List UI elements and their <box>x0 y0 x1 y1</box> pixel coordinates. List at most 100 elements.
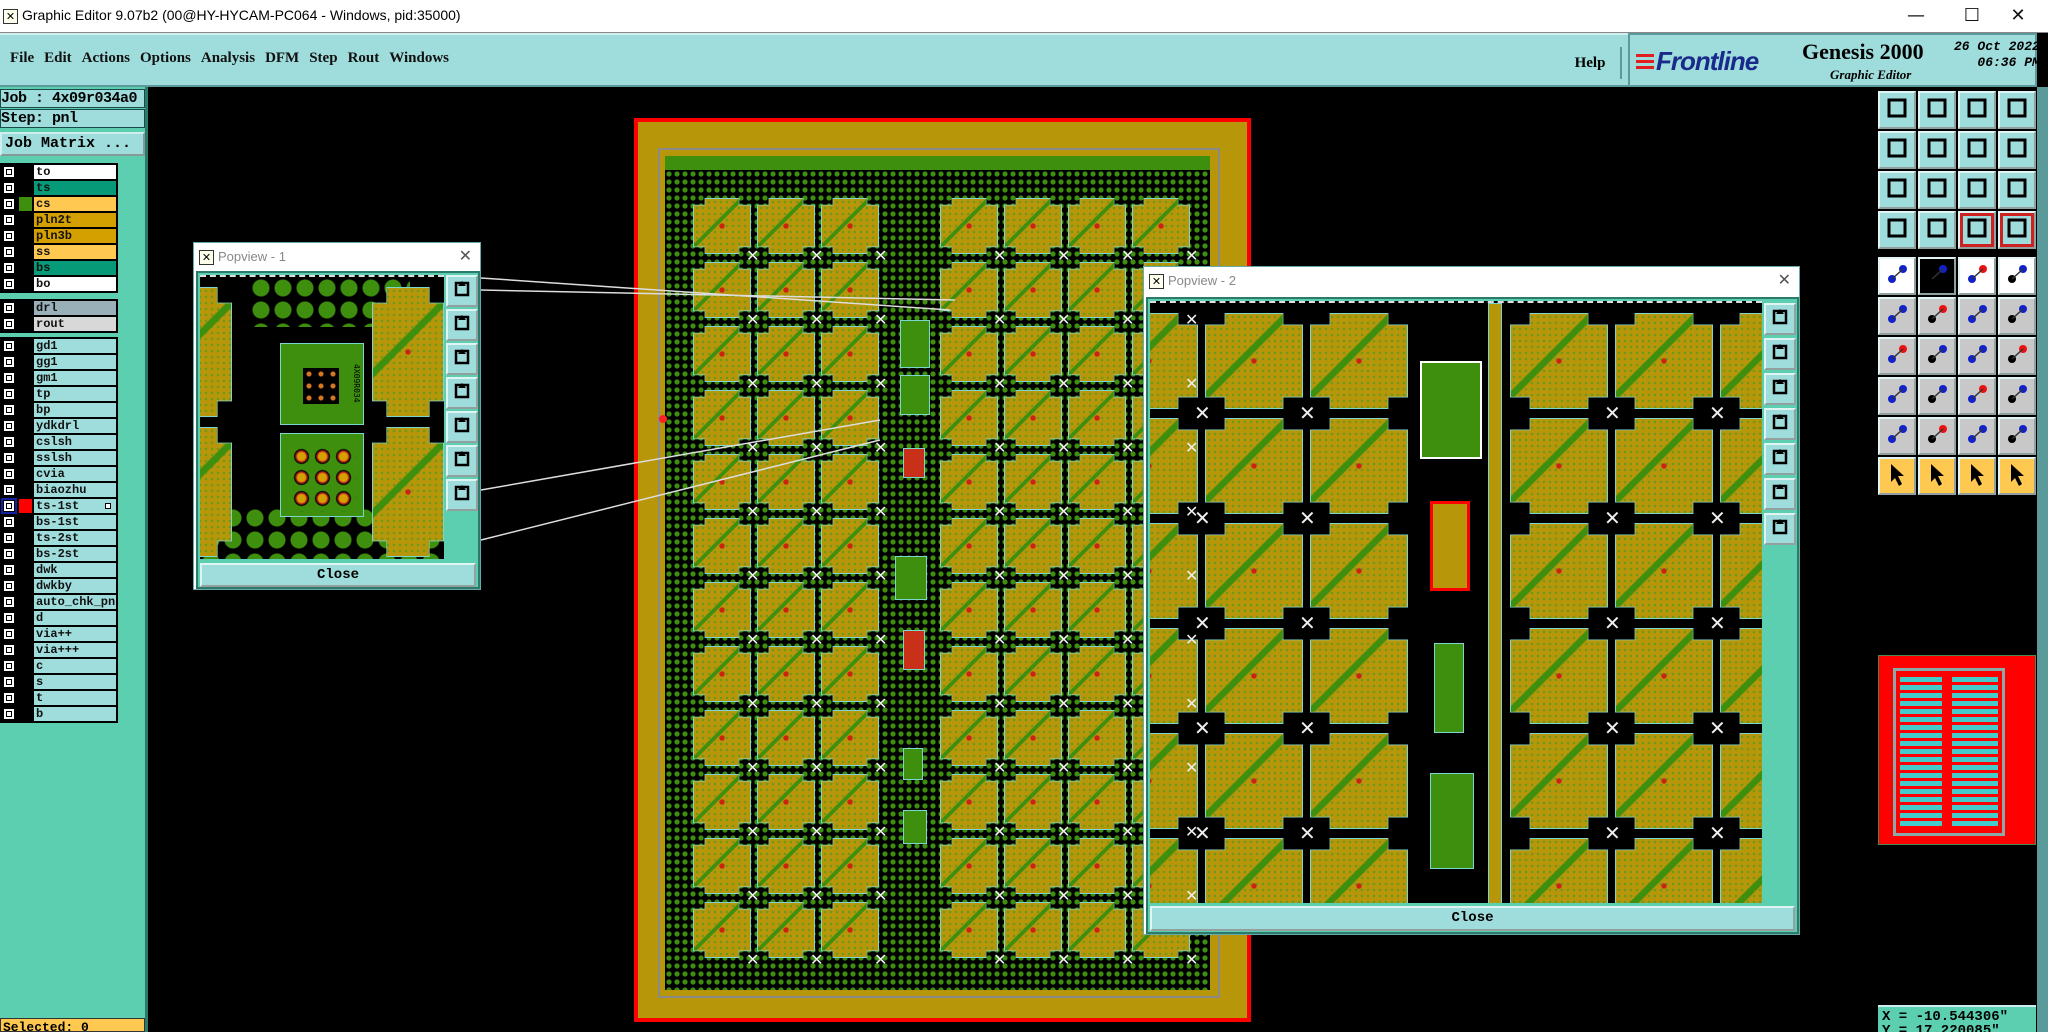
delete-node-button[interactable] <box>1918 297 1956 335</box>
job-matrix-button[interactable]: Job Matrix ... <box>0 132 145 156</box>
layer-row[interactable]: ts <box>1 180 117 196</box>
layer-checkbox[interactable] <box>3 214 15 226</box>
popview-2-close-button[interactable]: Close <box>1150 906 1795 931</box>
layer-row[interactable]: biaozhu <box>1 482 117 498</box>
layer-name[interactable]: b <box>34 707 116 721</box>
layer-row[interactable]: tp <box>1 386 117 402</box>
layer-checkbox[interactable] <box>3 548 15 560</box>
select-feature-button[interactable] <box>1878 257 1916 295</box>
layer-checkbox[interactable] <box>3 182 15 194</box>
layer-name[interactable]: cslsh <box>34 435 116 449</box>
layer-checkbox[interactable] <box>3 420 15 432</box>
layer-checkbox[interactable] <box>3 484 15 496</box>
zoom-down-button[interactable] <box>1918 91 1956 129</box>
layer-name[interactable]: bs <box>34 261 116 275</box>
move-pad-button[interactable] <box>1998 297 2036 335</box>
layer-name[interactable]: dwk <box>34 563 116 577</box>
zoom-out-button[interactable] <box>1764 373 1796 405</box>
zoom-home-button[interactable] <box>446 275 478 307</box>
layer-name[interactable]: cs <box>34 197 116 211</box>
layer-name[interactable]: ss <box>34 245 116 259</box>
layer-name[interactable]: sslsh <box>34 451 116 465</box>
pan-right-button[interactable] <box>446 411 478 443</box>
pointer-box-button[interactable] <box>1918 457 1956 495</box>
scale-1-2-button[interactable] <box>1958 171 1996 209</box>
measure-area-button[interactable] <box>1918 257 1956 295</box>
menu-windows[interactable]: Windows <box>389 50 449 66</box>
zoom-home-up-button[interactable] <box>1878 91 1916 129</box>
layer-checkbox[interactable] <box>3 564 15 576</box>
menu-options[interactable]: Options <box>140 50 191 66</box>
close-window-button[interactable]: ✕ <box>2010 5 2026 26</box>
layer-name[interactable]: pln2t <box>34 213 116 227</box>
layer-name[interactable]: auto_chk_pnl <box>34 595 116 609</box>
layer-row[interactable]: dwk <box>1 562 117 578</box>
layer-row[interactable]: rout <box>1 316 117 332</box>
layer-name[interactable]: bs-1st <box>34 515 116 529</box>
undo-view-button[interactable] <box>1958 131 1996 169</box>
menu-analysis[interactable]: Analysis <box>200 50 256 66</box>
layer-row[interactable]: pln3b <box>1 228 117 244</box>
layer-row[interactable]: t <box>1 690 117 706</box>
layer-checkbox[interactable] <box>3 166 15 178</box>
arc-cross-button[interactable] <box>1998 417 2036 455</box>
popview-1-canvas[interactable]: 4X09R034 <box>200 275 444 559</box>
zoom-center-button[interactable] <box>1918 171 1956 209</box>
menu-actions[interactable]: Actions <box>81 50 131 66</box>
home-button[interactable] <box>1958 91 1996 129</box>
layer-checkbox[interactable] <box>3 318 15 330</box>
pan-left-button[interactable] <box>1878 131 1916 169</box>
move-pad-outline-button[interactable] <box>1958 297 1996 335</box>
pointer-button[interactable] <box>1878 457 1916 495</box>
layer-row[interactable]: b <box>1 706 117 722</box>
layer-row[interactable]: pln2t <box>1 212 117 228</box>
pad-button[interactable] <box>1998 257 2036 295</box>
layer-checkbox[interactable] <box>3 468 15 480</box>
menu-file[interactable]: File <box>10 50 35 66</box>
layer-name[interactable]: dwkby <box>34 579 116 593</box>
netlist-bottom-button[interactable] <box>1998 211 2036 249</box>
layer-checkbox[interactable] <box>3 580 15 592</box>
layer-name[interactable]: tp <box>34 387 116 401</box>
layer-name[interactable]: via++ <box>34 627 116 641</box>
popview-2-canvas[interactable]: ✕✕✕✕✕✕✕✕✕✕✕✕✕✕✕✕✕✕✕✕ <box>1150 301 1762 903</box>
layer-name[interactable]: bs-2st <box>34 547 116 561</box>
layer-row[interactable]: d <box>1 610 117 626</box>
layer-name[interactable]: via+++ <box>34 643 116 657</box>
zoom-out-button[interactable] <box>446 343 478 375</box>
menu-edit[interactable]: Edit <box>44 50 72 66</box>
layer-checkbox[interactable] <box>3 628 15 640</box>
layer-row[interactable]: auto_chk_pnl <box>1 594 117 610</box>
layer-row[interactable]: cvia <box>1 466 117 482</box>
layer-name[interactable]: pln3b <box>34 229 116 243</box>
menu-dfm[interactable]: DFM <box>265 50 300 66</box>
layer-name[interactable]: ts <box>34 181 116 195</box>
layer-row[interactable]: gg1 <box>1 354 117 370</box>
zoom-fit-button[interactable] <box>1878 171 1916 209</box>
connect-nodes-button[interactable] <box>1878 297 1916 335</box>
layer-name[interactable]: ts-2st <box>34 531 116 545</box>
layer-row[interactable]: sslsh <box>1 450 117 466</box>
layer-row[interactable]: to <box>1 164 117 180</box>
layer-row[interactable]: bp <box>1 402 117 418</box>
layer-checkbox[interactable] <box>3 404 15 416</box>
layer-checkbox[interactable] <box>3 676 15 688</box>
layer-name[interactable]: ts-1st <box>34 499 116 513</box>
layer-row[interactable]: bs <box>1 260 117 276</box>
zoom-fit-button[interactable] <box>1764 478 1796 510</box>
layer-checkbox[interactable] <box>3 230 15 242</box>
popview-2-close-icon[interactable]: ✕ <box>1777 270 1791 289</box>
layer-checkbox[interactable] <box>3 452 15 464</box>
layer-row[interactable]: ts-1st <box>1 498 117 514</box>
zoom-center-button[interactable] <box>446 479 478 511</box>
zoom-in-button[interactable] <box>446 309 478 341</box>
help-query-button[interactable] <box>1998 171 2036 209</box>
layer-checkbox[interactable] <box>3 532 15 544</box>
layer-checkbox[interactable] <box>3 356 15 368</box>
ruler-button[interactable] <box>1958 257 1996 295</box>
layer-checkbox[interactable] <box>3 388 15 400</box>
layer-name[interactable]: s <box>34 675 116 689</box>
line-move-button[interactable] <box>1918 337 1956 375</box>
pan-right-button[interactable] <box>1764 443 1796 475</box>
layer-row[interactable]: drl <box>1 300 117 316</box>
